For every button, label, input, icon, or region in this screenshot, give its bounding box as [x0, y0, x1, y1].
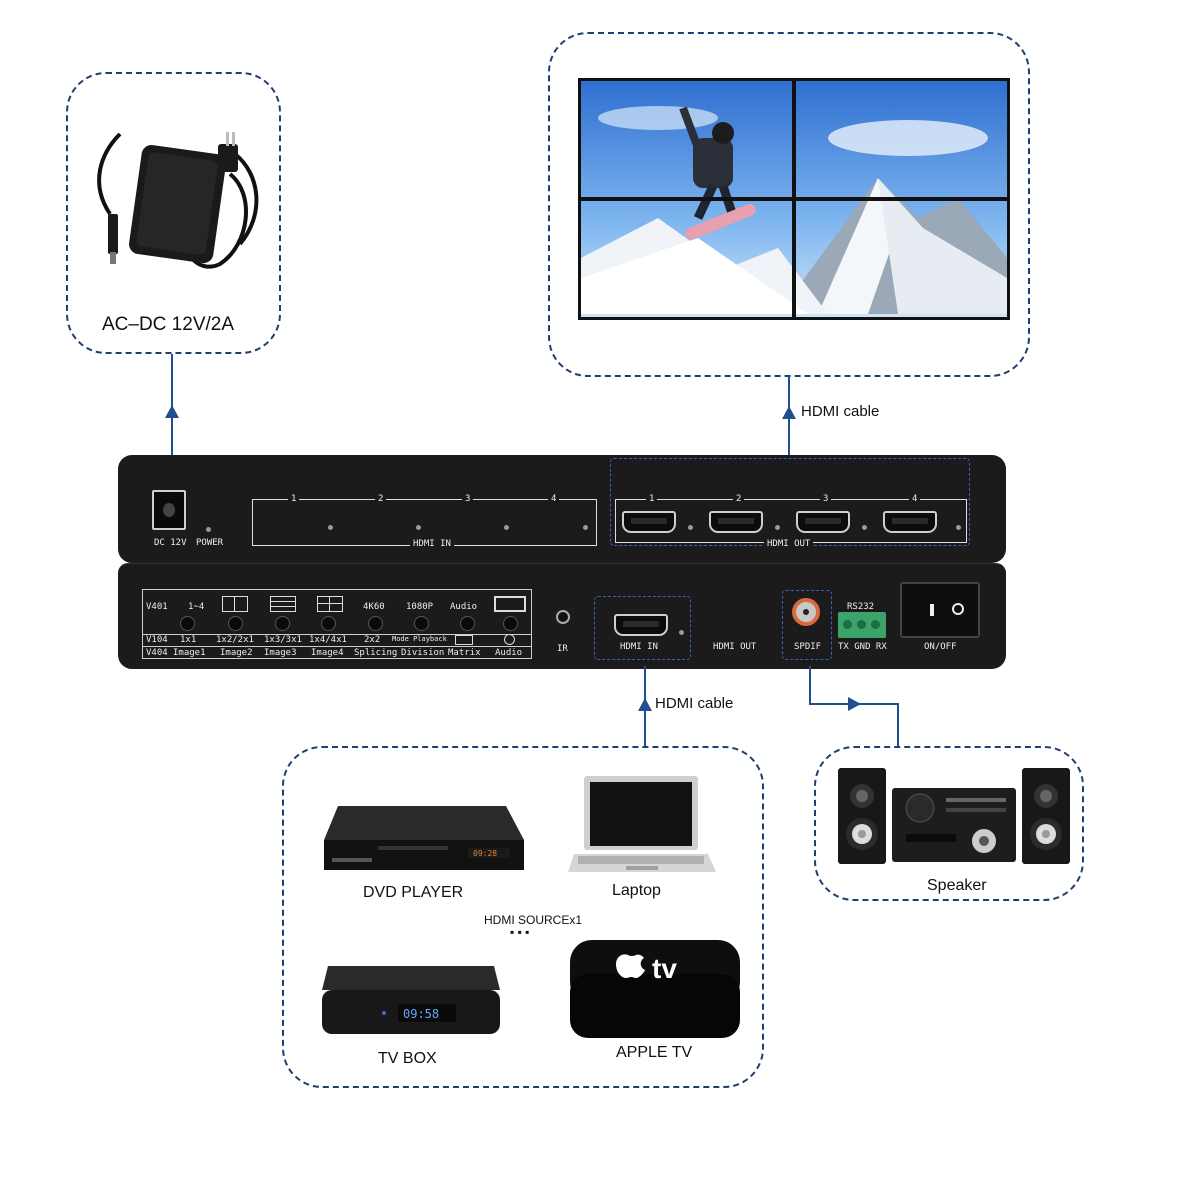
v404-label-0: V404 [146, 648, 168, 658]
rs232-label: RS232 [847, 602, 875, 612]
hdmi-out-port-3[interactable] [796, 511, 850, 533]
dvd-player-label: DVD PLAYER [363, 884, 464, 901]
v104-label-6: Mode Playback [392, 635, 447, 643]
spdif-label: SPDIF [794, 642, 822, 652]
hdmi-cable-bottom-label: HDMI cable [655, 695, 734, 712]
power-adapter-panel: AC–DC 12V/2A [66, 72, 281, 354]
v401-label-5: 4K60 [363, 602, 385, 612]
spdif-port[interactable] [792, 598, 820, 626]
matrix-icon [455, 635, 473, 645]
v404-label-3: Image3 [264, 648, 297, 658]
apple-tv-icon: tv [570, 940, 740, 1038]
v401-label-6: 1080P [406, 602, 434, 612]
multiview-icon [494, 596, 526, 612]
front-hdmi-out-label: HDMI OUT [713, 642, 757, 652]
ir-label: IR [557, 644, 568, 654]
hdmi-in-num-4: 4 [548, 494, 560, 504]
hdmi-out-port-4[interactable] [883, 511, 937, 533]
dvd-player-icon: 09:28 [324, 806, 524, 870]
hdmi-source-label: HDMI SOURCEx1 [484, 913, 583, 927]
v104-label-1: 1x1 [180, 635, 197, 645]
v104-label-5: 2x2 [364, 635, 381, 645]
laptop-label: Laptop [612, 882, 661, 899]
spdif-highlight [782, 590, 832, 660]
appletv-logo-text: tv [652, 953, 677, 984]
tv-box-label: TV BOX [378, 1050, 437, 1067]
hdmi-cable-top-label: HDMI cable [801, 403, 880, 420]
onoff-label: ON/OFF [924, 642, 957, 652]
rear-hdmi-out-label: HDMI OUT [764, 539, 814, 549]
power-switch[interactable] [900, 582, 980, 638]
video-wall-image [578, 78, 1010, 320]
front-button-1[interactable] [180, 616, 195, 631]
sources-panel: 09:28 DVD PLAYER Laptop HDMI SOURCEx1 ▪ … [282, 746, 764, 1088]
v104-label-0: V104 [146, 635, 168, 645]
rs232-pins-label: TX GND RX [838, 642, 887, 652]
speaker-label: Speaker [927, 877, 987, 894]
dvd-clock: 09:28 [473, 849, 497, 858]
v401-label-0: V401 [146, 602, 168, 612]
tvbox-clock: 09:58 [403, 1007, 439, 1021]
hdmi-in-num-1: 1 [288, 494, 300, 504]
apple-tv-label: APPLE TV [616, 1044, 693, 1061]
front-button-2[interactable] [228, 616, 243, 631]
v401-label-7: Audio [450, 602, 478, 612]
hdmi-in-num-3: 3 [462, 494, 474, 504]
hdmi-out-num-3: 3 [820, 494, 832, 504]
hdmi-out-num-2: 2 [733, 494, 745, 504]
front-button-3[interactable] [275, 616, 290, 631]
front-button-8[interactable] [503, 616, 518, 631]
v404-label-8: Audio [495, 648, 523, 658]
power-adapter-icon [97, 132, 259, 269]
audio-icon [504, 634, 515, 645]
hdmi-in-num-2: 2 [375, 494, 387, 504]
front-button-5[interactable] [368, 616, 383, 631]
laptop-icon [568, 776, 716, 872]
video-wall-panel [548, 32, 1030, 377]
layout-2x2-icon [317, 596, 343, 612]
hdmi-cable-bottom-connector [638, 666, 652, 748]
spdif-cable-connector [809, 666, 899, 748]
front-button-6[interactable] [414, 616, 429, 631]
dc-label: DC 12V [154, 538, 187, 548]
tv-box-icon: 09:58 [322, 966, 500, 1034]
layout-1x2-icon [270, 596, 296, 612]
hdmi-out-port-2[interactable] [709, 511, 763, 533]
v104-label-2: 1x2/2x1 [216, 635, 254, 645]
front-button-4[interactable] [321, 616, 336, 631]
hdmi-source-dots: ▪ ▪ ▪ [510, 925, 530, 939]
button-block [142, 589, 532, 659]
ir-sensor [556, 610, 570, 624]
dc-power-jack[interactable] [152, 490, 186, 530]
rear-hdmi-in-label: HDMI IN [410, 539, 454, 549]
rs232-terminal[interactable] [838, 612, 886, 638]
v104-label-4: 1x4/4x1 [309, 635, 347, 645]
power-adapter-label: AC–DC 12V/2A [102, 314, 235, 335]
hdmi-cable-top-connector [782, 376, 796, 466]
speaker-system-icon [838, 768, 1070, 864]
hdmi-out-num-4: 4 [909, 494, 921, 504]
power-label: POWER [196, 538, 224, 548]
v404-label-2: Image2 [220, 648, 253, 658]
v401-label-1: 1~4 [188, 602, 205, 612]
hdmi-out-num-1: 1 [646, 494, 658, 504]
v404-label-7: Matrix [448, 648, 481, 658]
front-hdmi-in-label: HDMI IN [620, 642, 658, 652]
speaker-panel: Speaker [814, 746, 1084, 901]
layout-1x1-icon [222, 596, 248, 612]
hdmi-out-port-1[interactable] [622, 511, 676, 533]
hdmi-in-port[interactable] [614, 614, 668, 636]
hdmi-in-highlight [594, 596, 691, 660]
front-button-7[interactable] [460, 616, 475, 631]
front-panel: V401 1~4 4K60 1080P Audio V104 1x1 1x2/2… [118, 563, 1006, 669]
v404-label-4: Image4 [311, 648, 344, 658]
rear-panel: DC 12V POWER 1 2 3 4 HDMI IN 1 2 3 4 HDM… [118, 455, 1006, 563]
v104-label-3: 1x3/3x1 [264, 635, 302, 645]
v404-label-1: Image1 [173, 648, 206, 658]
v404-label-5: Splicing [354, 648, 398, 658]
v404-label-6: Division [401, 648, 445, 658]
